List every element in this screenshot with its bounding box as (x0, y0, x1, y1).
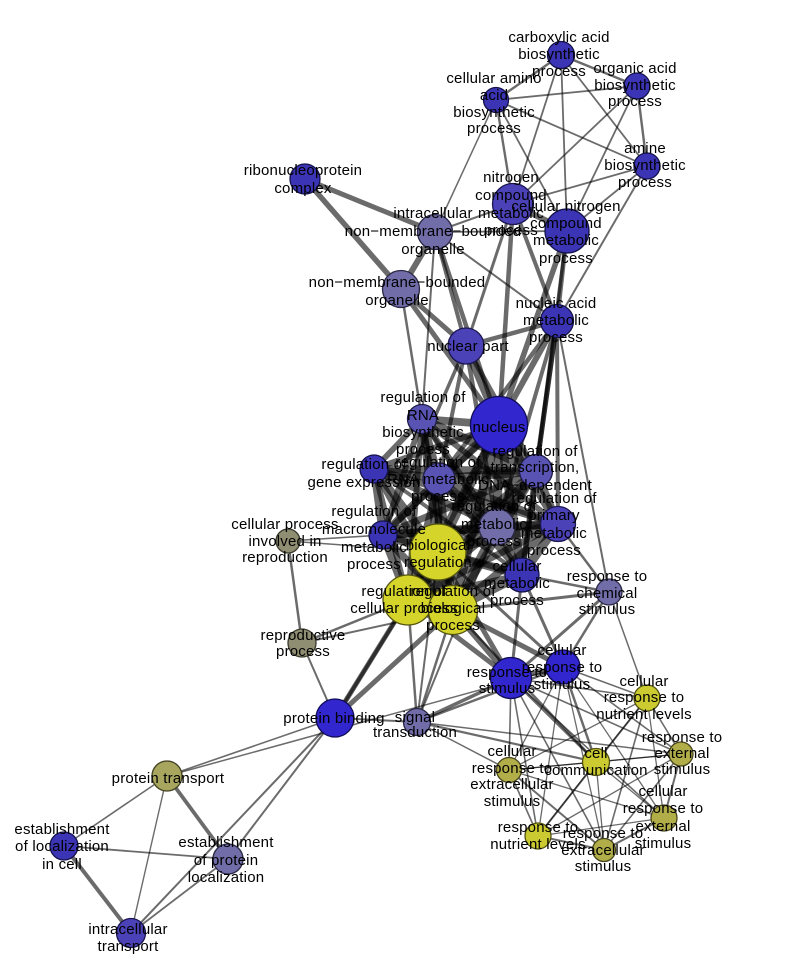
svg-text:nuclear part: nuclear part (427, 338, 509, 355)
svg-text:protein transport: protein transport (112, 770, 225, 787)
svg-text:protein binding: protein binding (283, 710, 384, 727)
svg-text:nucleus: nucleus (472, 419, 525, 436)
